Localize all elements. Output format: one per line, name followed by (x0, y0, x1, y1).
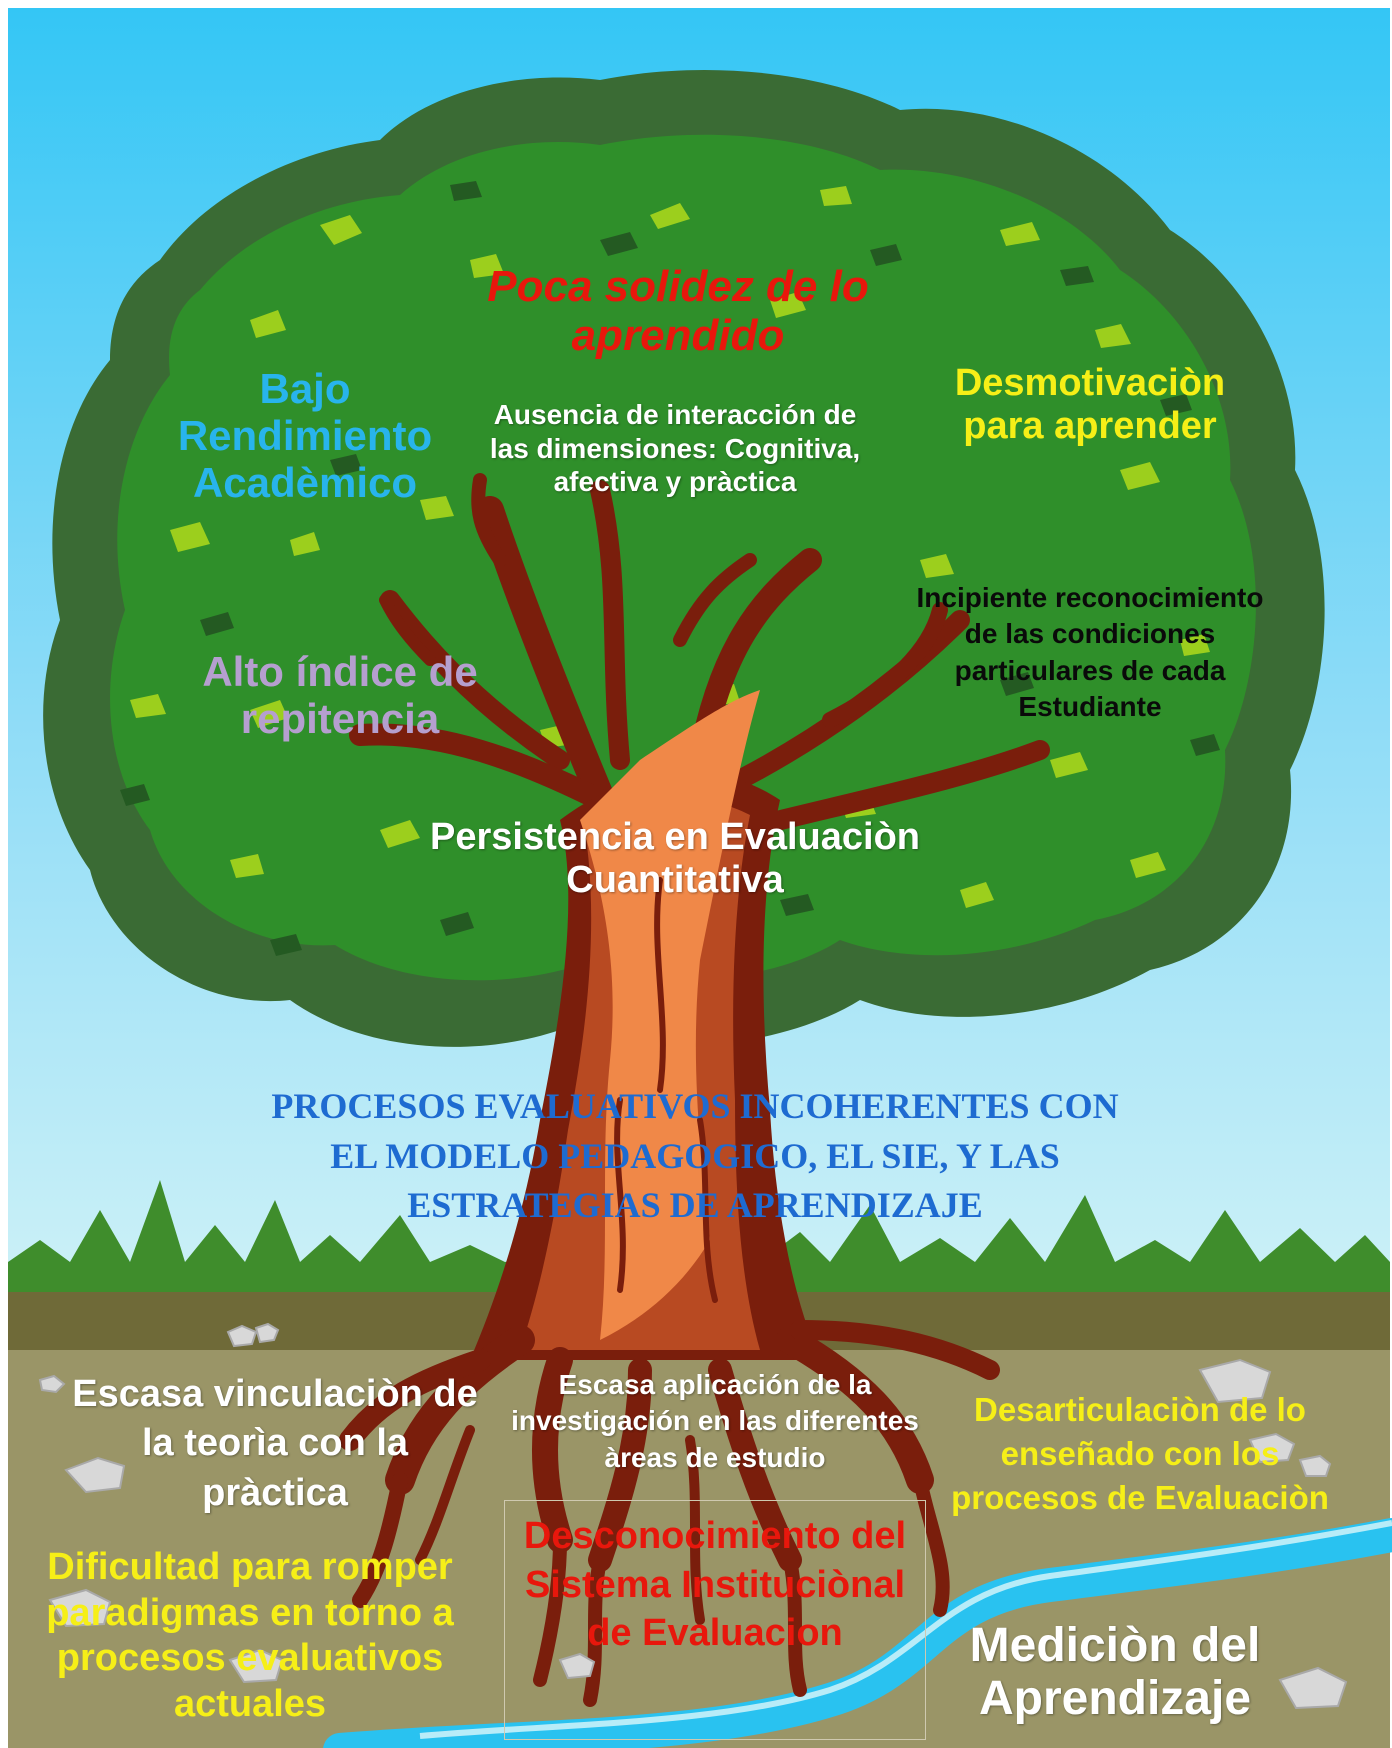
label-incipiente: Incipiente reconocimiento de las condici… (916, 582, 1264, 723)
trunk-light (580, 690, 760, 1340)
label-dificultad: Dificultad para romper paradigmas en tor… (46, 1546, 454, 1725)
trunk-grooves (614, 877, 718, 1303)
label-procesos-evaluativos: PROCESOS EVALUATIVOS INCOHERENTES CON EL… (271, 1086, 1119, 1226)
label-escasa-vinculacion: Escasa vinculaciòn de la teorìa con la p… (72, 1373, 478, 1514)
label-poca-solidez: Poca solidez de lo aprendido (487, 262, 869, 361)
label-desarticulacion: Desarticulaciòn de lo enseñado con los p… (951, 1391, 1329, 1516)
label-alto-indice: Alto índice de repitencia (202, 648, 478, 743)
label-desmotivacion: Desmotivaciòn para aprender (954, 362, 1226, 447)
label-escasa-aplicacion: Escasa aplicación de la investigación en… (511, 1369, 919, 1473)
branches (349, 473, 1050, 840)
rock-icon (38, 1322, 1348, 1710)
label-persistencia: Persistencia en Evaluaciòn Cuantitativa (429, 816, 920, 901)
label-desconocimiento: Desconocimiento del Sistema Instituciòna… (523, 1515, 907, 1655)
desconocimiento-frame (504, 1500, 926, 1740)
grass (8, 1180, 1390, 1300)
roots (339, 1320, 1000, 1707)
label-medicion: Mediciòn del Aprendizaje (969, 1619, 1261, 1725)
label-bajo-rendimiento: Bajo Rendimiento Acadèmico (177, 365, 433, 507)
label-ausencia-interaccion: Ausencia de interacción de las dimension… (489, 399, 861, 498)
river-icon (323, 1518, 1392, 1748)
